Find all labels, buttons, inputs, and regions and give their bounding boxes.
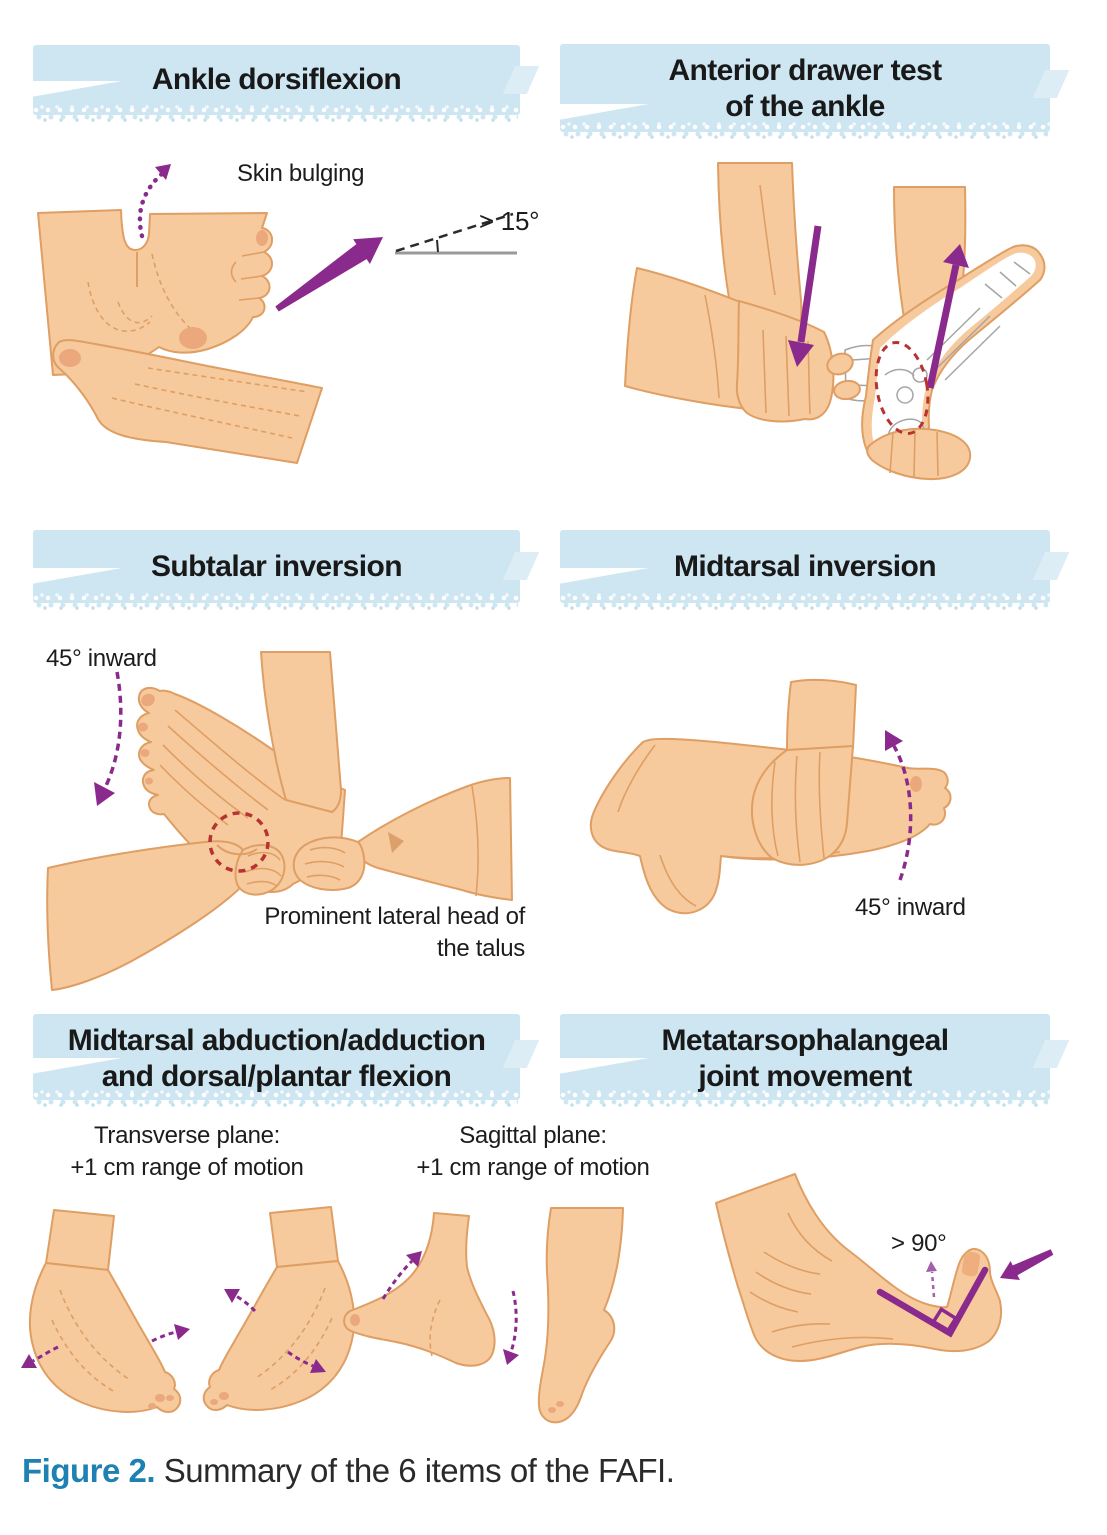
banner-anterior-drawer: Anterior drawer test of the ankle (560, 44, 1070, 140)
banner-subtalar-inversion: Subtalar inversion (33, 530, 540, 611)
banner-midtarsal-abduction: Midtarsal abduction/adduction and dorsal… (33, 1014, 540, 1108)
angle-15-graphic (395, 212, 517, 255)
subtalar-inward-arrow-icon (94, 671, 123, 806)
banner-speckle (33, 1089, 520, 1100)
banner-speckle (560, 1089, 1050, 1100)
panel-title: Anterior drawer test of the ankle (560, 44, 1050, 125)
panel-title: Subtalar inversion (151, 550, 403, 583)
banner-metatarsophalangeal: Metatarsophalangeal joint movement (560, 1014, 1070, 1108)
panel-title: Midtarsal abduction/adduction and dorsal… (33, 1014, 520, 1095)
midtarsal-inward-arrow-icon (885, 730, 913, 881)
panel-title: Midtarsal inversion (673, 550, 937, 583)
drawer-test-down-arrow-icon (788, 225, 822, 367)
label-angle-90: > 90° (891, 1230, 947, 1257)
abduction-arrows-icon (21, 1251, 519, 1373)
label-skin-bulging: Skin bulging (237, 160, 365, 187)
label-subtalar-inward: 45° inward (46, 645, 157, 672)
label-angle-15: > 15° (479, 206, 540, 236)
label-transverse-plane: Transverse plane: +1 cm range of motion (37, 1120, 337, 1184)
panel-title: Metatarsophalangeal joint movement (560, 1014, 1050, 1095)
label-midtarsal-inward: 45° inward (855, 894, 966, 921)
dorsiflexion-big-arrow-icon (275, 237, 383, 312)
panel-title-line2: and dorsal/plantar flexion (101, 1060, 452, 1093)
label-talus: Prominent lateral head of the talus (225, 901, 525, 965)
label-sagittal-plane: Sagittal plane: +1 cm range of motion (383, 1120, 683, 1184)
label-sagittal-line2: +1 cm range of motion (416, 1154, 650, 1181)
illustration-midtarsal-abduction (28, 1206, 624, 1424)
angle-90-graphic (876, 1261, 989, 1338)
banner-speckle (33, 592, 520, 603)
banner-speckle (562, 1099, 1048, 1108)
talus-highlight-circle (208, 811, 270, 873)
banner-ankle-dorsiflexion: Ankle dorsiflexion (33, 45, 540, 123)
figure-caption-label: Figure 2. (22, 1452, 156, 1489)
illustration-midtarsal-inversion (589, 678, 952, 915)
label-talus-line2: the talus (436, 935, 525, 962)
figure-caption: Figure 2. Summary of the 6 items of the … (22, 1452, 675, 1490)
figure-caption-text: Summary of the 6 items of the FAFI. (155, 1452, 675, 1489)
panel-title-line2: of the ankle (725, 90, 885, 123)
illustration-metatarsophalangeal (715, 1173, 1003, 1362)
banner-speckle (560, 592, 1050, 603)
banner-speckle (33, 104, 520, 115)
panel-title-line2: joint movement (698, 1060, 912, 1093)
panel-title-line1: Metatarsophalangeal (661, 1024, 949, 1057)
illustration-ankle-dorsiflexion (37, 209, 323, 464)
ankle-joint-highlight-circle (874, 340, 930, 436)
banner-speckle (562, 602, 1048, 611)
drawer-test-up-arrow-icon (926, 244, 969, 389)
banner-speckle (35, 602, 518, 611)
banner-speckle (560, 121, 1050, 132)
banner-midtarsal-inversion: Midtarsal inversion (560, 530, 1070, 611)
panel-title: Ankle dorsiflexion (151, 63, 402, 96)
toe-push-arrow-icon (1000, 1249, 1054, 1280)
banner-speckle (562, 131, 1048, 140)
label-talus-line1: Prominent lateral head of (264, 903, 525, 930)
label-sagittal-line1: Sagittal plane: (459, 1122, 607, 1149)
label-transverse-line2: +1 cm range of motion (70, 1154, 304, 1181)
banner-speckle (35, 1099, 518, 1108)
panel-title-line1: Anterior drawer test (668, 54, 942, 87)
label-transverse-line1: Transverse plane: (93, 1122, 281, 1149)
dorsiflexion-direction-arrow-icon (137, 164, 171, 239)
banner-speckle (35, 114, 518, 123)
illustration-anterior-drawer (624, 162, 1046, 481)
panel-title-line1: Midtarsal abduction/adduction (67, 1024, 486, 1057)
illustration-subtalar-inversion (46, 651, 513, 991)
